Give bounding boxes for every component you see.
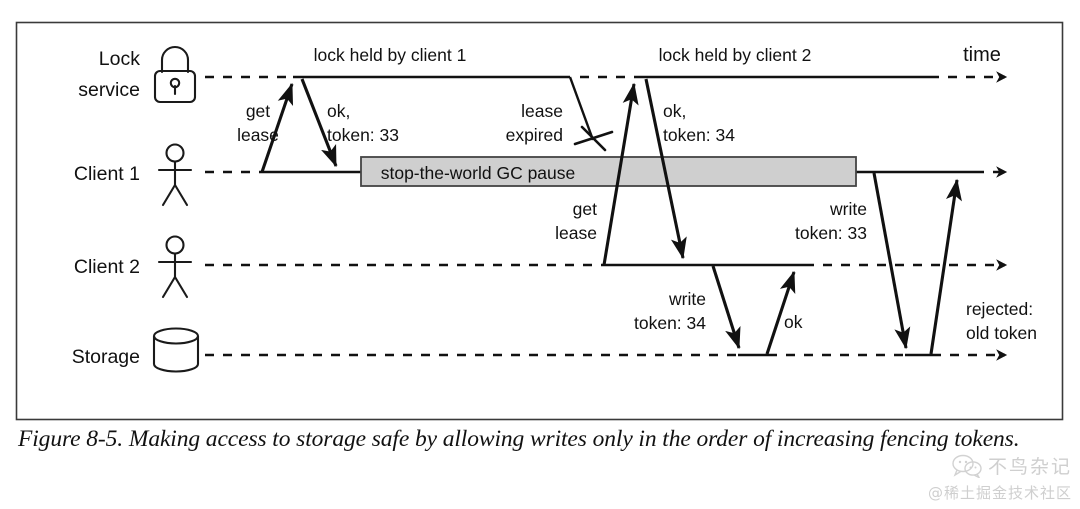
msg-label-ok-storage: ok (784, 312, 803, 332)
lane-label-storage: Storage (72, 346, 140, 368)
arrow-ok-token-33 (300, 78, 338, 168)
msg-label-ok-token-33b: token: 33 (327, 125, 399, 145)
lane-label-lock-service-2: service (78, 79, 140, 101)
msg-label-lease-expiredb: expired (506, 125, 563, 145)
lease-expired-x-icon (573, 125, 614, 152)
msg-label-get-lease-2: get (573, 199, 597, 219)
msg-label-write-token-34: write (668, 289, 706, 309)
database-cylinder-icon (152, 327, 200, 373)
msg-label-get-lease-1: get (246, 101, 270, 121)
lane-label-client-2: Client 2 (74, 256, 140, 278)
arrow-get-lease-1 (260, 82, 294, 173)
stick-figure-icon (157, 235, 193, 299)
msg-label-rejected-old-token: rejected: (966, 299, 1033, 319)
span-label-lock-held-client-2: lock held by client 2 (659, 45, 812, 65)
lane-label-client-1: Client 1 (74, 163, 140, 185)
arrow-write-token-34 (711, 265, 741, 350)
gc-pause-label: stop-the-world GC pause (381, 163, 576, 183)
stick-figure-icon (157, 143, 193, 207)
msg-label-ok-token-33: ok, (327, 101, 350, 121)
lifeline-lock-service (205, 71, 1008, 141)
span-label-lock-held-client-1: lock held by client 1 (314, 45, 467, 65)
gc-pause-box (360, 156, 857, 187)
msg-label-ok-token-34: ok, (663, 101, 686, 121)
figure-caption: Figure 8-5. Making access to storage saf… (18, 426, 1020, 452)
lane-label-lock-service: Lock (99, 48, 140, 70)
arrow-ok-token-34 (644, 78, 687, 260)
msg-label-ok-token-34b: token: 34 (663, 125, 735, 145)
msg-label-write-token-33b: token: 33 (795, 223, 867, 243)
arrow-ok-storage (765, 270, 796, 355)
figure-border (15, 21, 1064, 421)
msg-label-write-token-34b: token: 34 (634, 313, 706, 333)
msg-label-rejected-old-tokenb: old token (966, 323, 1037, 343)
arrow-write-token-33 (872, 172, 911, 350)
time-axis-label: time (963, 44, 1001, 66)
msg-label-get-lease-2b: lease (555, 223, 597, 243)
padlock-icon (153, 45, 197, 104)
arrow-get-lease-2 (602, 82, 639, 266)
msg-label-get-lease-1b: lease (237, 125, 279, 145)
arrow-rejected-old-token (929, 178, 962, 355)
msg-label-write-token-33: write (829, 199, 867, 219)
msg-label-lease-expired: lease (521, 101, 563, 121)
